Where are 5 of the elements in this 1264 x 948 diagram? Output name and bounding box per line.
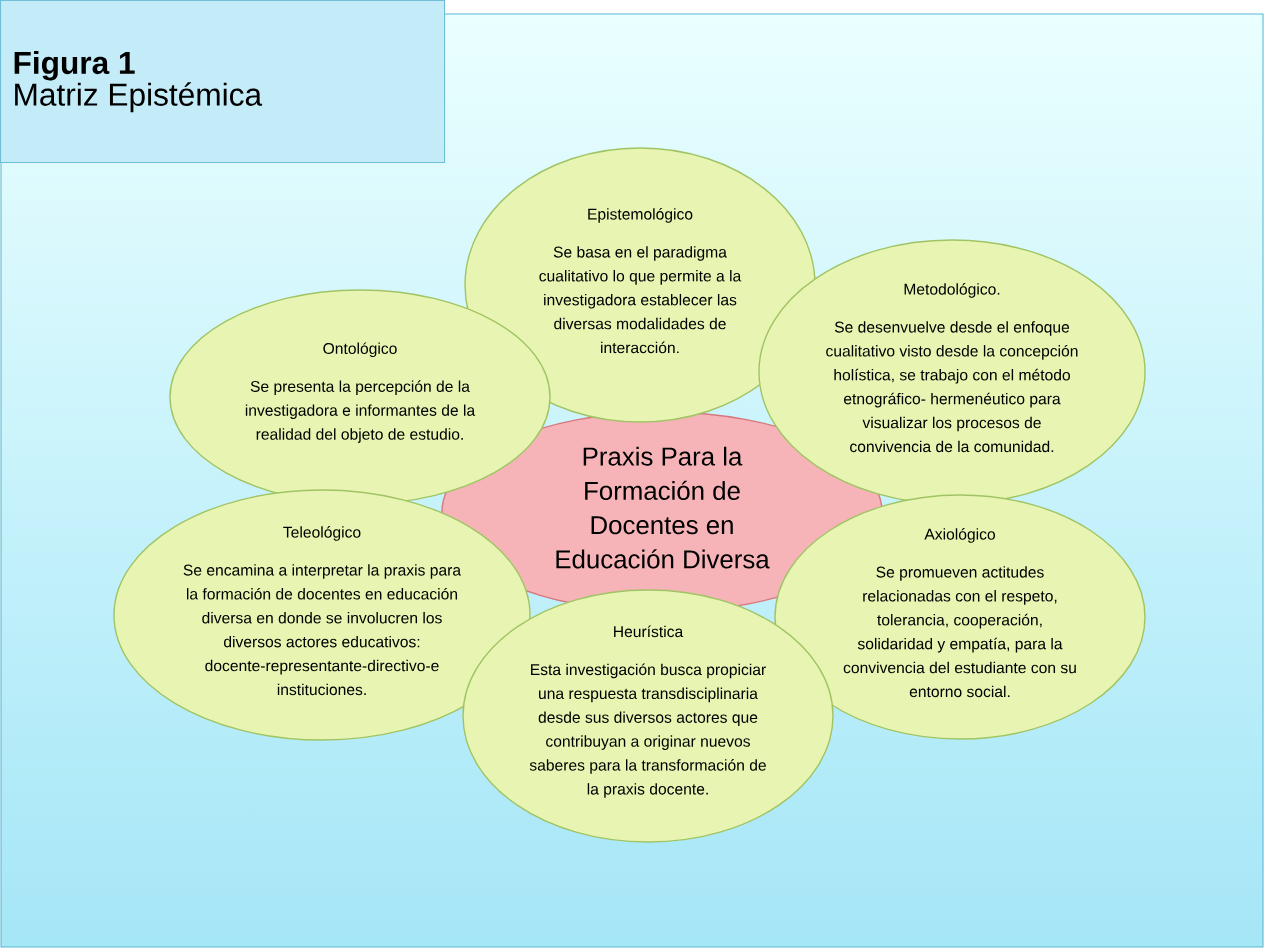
ellipse-node: Heurística Esta investigación busca propiciar una respuesta transdisciplinaria desde sus diversos actores que contribuyan a originar nuevos saberes para la transformación de la praxis docente. <box>462 589 834 843</box>
ellipse-node: Metodológico. Se desenvuelve desde el enfoque cualitativo visto desde la concepción holística, se trabajo con el método etnográfico- hermenéutico para visualizar los procesos de convivencia de la comunidad. <box>758 239 1146 505</box>
ellipse-node: Teleológico Se encamina a interpretar la praxis para la formación de docentes en educación diversa en donde se involucren los diversos actores educativos: docente-representante-directivo-e instituciones. <box>113 489 531 741</box>
title-box: Figura 1 Matriz Epistémica <box>0 0 446 164</box>
ellipse-node: Axiológico Se promueven actitudes relacionadas con el respeto, tolerancia, cooperación, solidaridad y empatía, para la convivencia del estudiante con su entorno social. <box>774 494 1146 740</box>
